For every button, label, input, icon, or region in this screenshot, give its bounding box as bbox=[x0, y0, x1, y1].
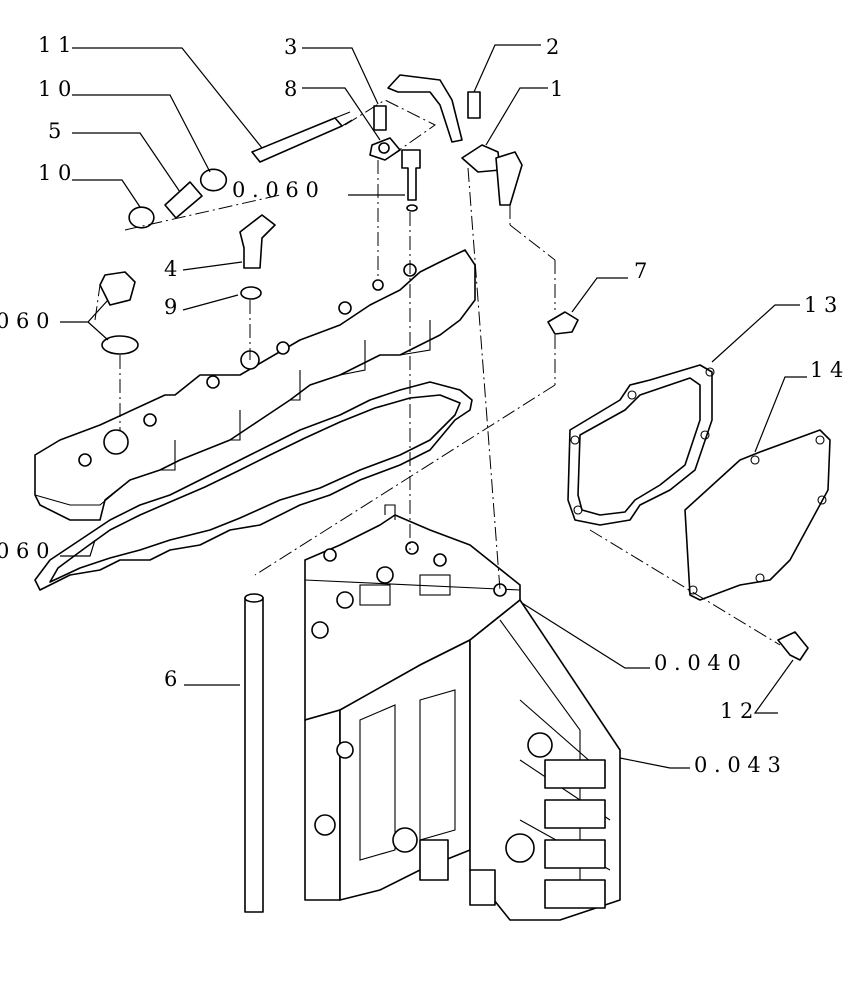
label-part-11: 1 1 bbox=[38, 33, 71, 57]
label-part-8: 8 bbox=[284, 77, 297, 101]
label-part-3: 3 bbox=[284, 35, 297, 59]
label-ref-060-cap: 0 6 0 bbox=[0, 309, 49, 333]
label-ref-060-gasket: 0 6 0 bbox=[0, 539, 49, 563]
label-part-6: 6 bbox=[164, 667, 177, 691]
dipstick-tube-drawing bbox=[244, 593, 264, 913]
label-ref-0043: 0 . 0 4 3 bbox=[694, 753, 781, 777]
assembly-center-lines bbox=[94, 99, 781, 646]
label-part-9: 9 bbox=[164, 295, 177, 319]
side-cover-drawing bbox=[567, 364, 831, 661]
label-part-7: 7 bbox=[634, 259, 647, 283]
label-part-1: 1 bbox=[550, 77, 563, 101]
cover-gasket-drawing bbox=[34, 381, 473, 591]
part-labels: 1 1 1 0 5 1 0 3 8 2 1 0 . 0 6 0 4 9 0 6 … bbox=[0, 33, 843, 777]
label-ref-0040: 0 . 0 4 0 bbox=[654, 651, 741, 675]
valve-cover-drawing bbox=[34, 249, 476, 521]
label-part-13: 1 3 bbox=[804, 293, 837, 317]
label-part-12: 1 2 bbox=[720, 699, 753, 723]
engine-block-drawing bbox=[304, 504, 621, 921]
label-part-10a: 1 0 bbox=[38, 77, 71, 101]
label-part-14: 1 4 bbox=[810, 358, 843, 382]
label-part-5: 5 bbox=[48, 119, 61, 143]
label-ref-0060-top: 0 . 0 6 0 bbox=[232, 178, 319, 202]
leader-lines bbox=[60, 44, 807, 769]
label-part-2: 2 bbox=[546, 35, 559, 59]
label-part-10b: 1 0 bbox=[38, 161, 71, 185]
label-part-4: 4 bbox=[164, 257, 177, 281]
breather-parts-drawing bbox=[99, 74, 579, 355]
